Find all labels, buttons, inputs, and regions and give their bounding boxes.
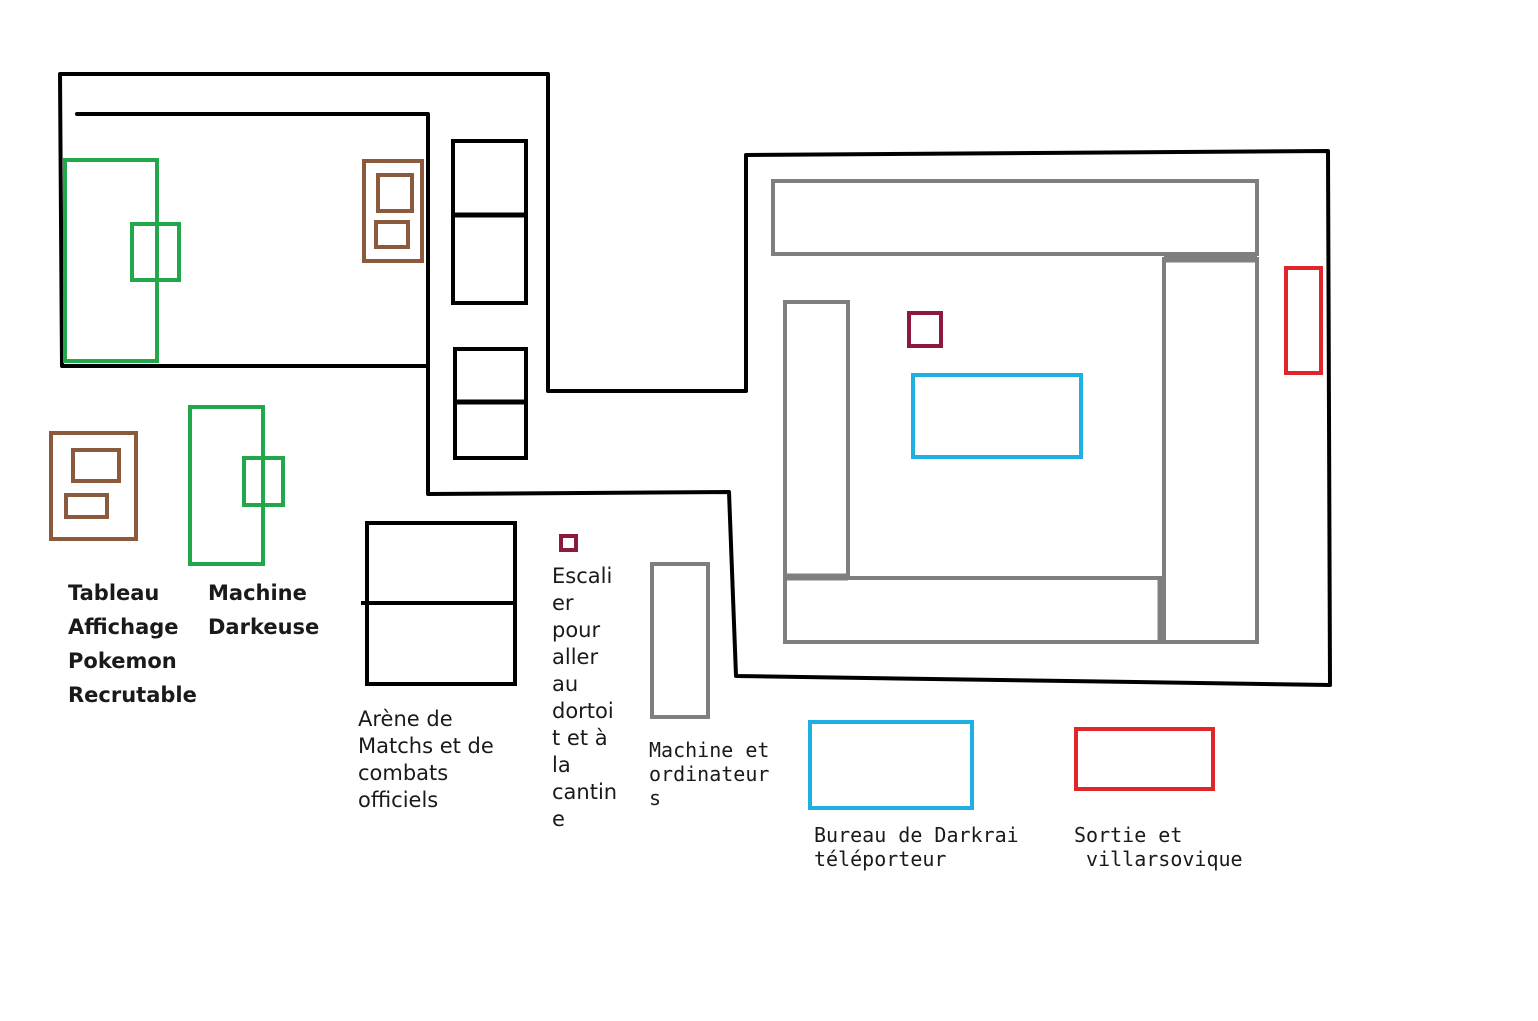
board-in-room-inner-bottom: [374, 220, 410, 249]
counter-left: [783, 300, 850, 578]
legend-label-sortie: Sortie et villarsovique: [1074, 823, 1243, 871]
stairs: [559, 311, 943, 552]
stairs-in-building: [907, 311, 943, 348]
machines: [63, 158, 285, 566]
board-in-room-inner-top: [376, 173, 414, 213]
exit-in-building: [1284, 266, 1323, 375]
board-legend-inner-bottom: [64, 493, 109, 519]
black-blocks: [361, 139, 528, 686]
machine-ordinateurs-symbol: [650, 562, 710, 719]
machine-legend-symbol: [188, 405, 265, 566]
counter-top: [771, 179, 1259, 256]
counter-bottom: [783, 576, 1163, 644]
legend-label-bureau: Bureau de Darkrai téléporteur: [814, 823, 1019, 871]
stairs-legend-symbol: [559, 534, 578, 552]
building-walls: [58, 72, 1332, 687]
legend-label-machine-ordinateurs: Machine et ordinateur s: [649, 738, 770, 810]
legend-label-escalier: Escali er pour aller au dortoi t et à la…: [552, 564, 618, 831]
door-block-upper: [451, 139, 528, 305]
machine-in-room-panel: [130, 222, 181, 282]
inner-wall-left-room: [75, 112, 430, 368]
exit: [1074, 266, 1323, 791]
machine-in-room: [63, 158, 159, 363]
office-legend-symbol: [808, 720, 974, 810]
legend-label-machine-darkeuse: Machine Darkeuse: [208, 581, 320, 639]
office-in-building: [911, 373, 1083, 459]
counter-right: [1162, 257, 1259, 644]
legend-label-arene: Arène de Matchs et de combats officiels: [358, 707, 494, 812]
machine-legend-panel: [242, 456, 285, 507]
legend-label-tableau: Tableau Affichage Pokemon Recrutable: [68, 581, 197, 707]
board-legend-symbol: [49, 431, 138, 541]
office: [808, 373, 1083, 810]
board-in-room: [362, 159, 424, 263]
boards: [49, 159, 424, 541]
exit-legend-symbol: [1074, 727, 1215, 791]
board-legend-inner-top: [71, 448, 121, 483]
grey-furniture: [650, 179, 1259, 719]
